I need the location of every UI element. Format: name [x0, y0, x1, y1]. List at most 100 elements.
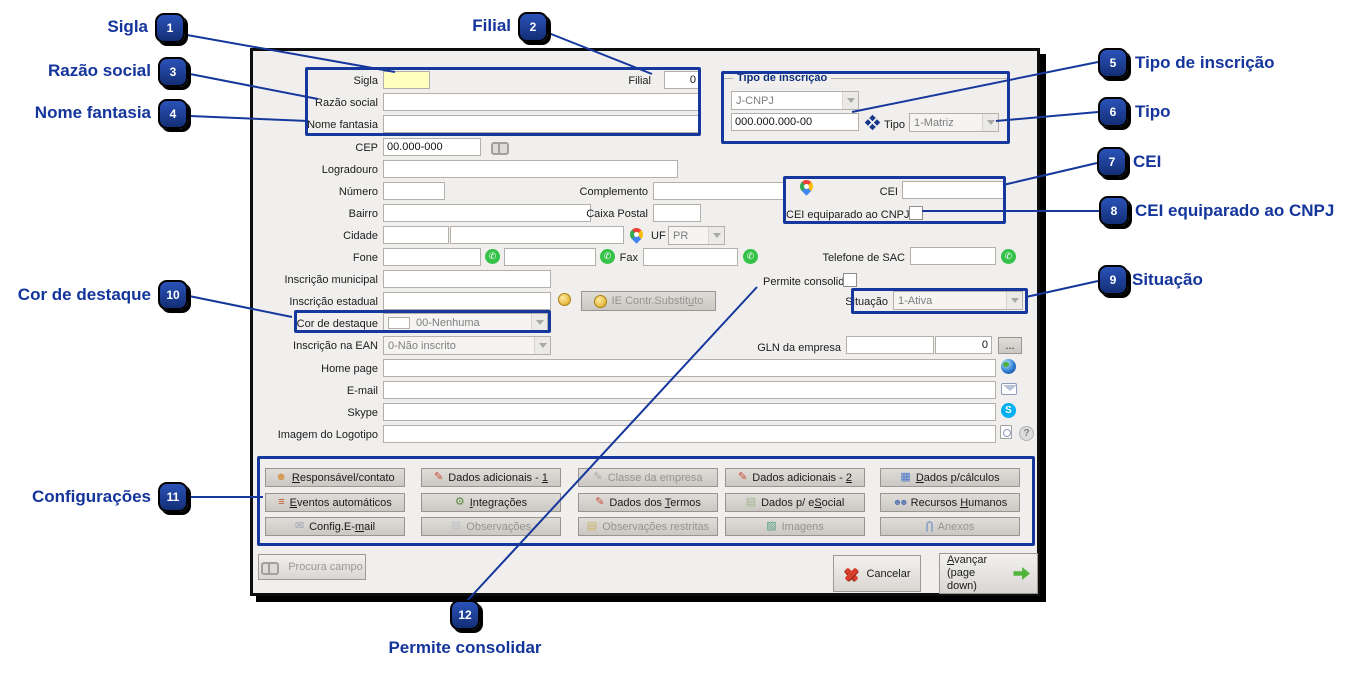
email-input[interactable] — [383, 381, 996, 399]
callout-label-razao-social: Razão social — [48, 61, 151, 80]
logradouro-input[interactable] — [383, 160, 678, 178]
gln-empresa-label: GLN da empresa — [757, 342, 841, 354]
cei-equiparado-checkbox[interactable] — [909, 206, 923, 220]
nome-fantasia-input[interactable] — [383, 115, 700, 133]
avancar-button[interactable]: Avançar(page down) — [939, 553, 1038, 594]
config-button-dados-p-esocial[interactable]: Dados p/ eSocial — [725, 493, 865, 512]
whatsapp-icon[interactable] — [485, 249, 500, 264]
gln-input-2[interactable]: 0 — [935, 336, 992, 354]
uf-select-value: PR — [673, 229, 689, 242]
inscricao-estadual-label: Inscrição estadual — [289, 296, 378, 308]
callout-label-nome-fantasia: Nome fantasia — [34, 103, 151, 122]
sac-input[interactable] — [910, 247, 996, 265]
cep-input[interactable]: 00.000-000 — [383, 138, 481, 156]
config-button-recursos-humanos[interactable]: Recursos Humanos — [880, 493, 1020, 512]
callout-label-cei-equiparado: CEI equiparado ao CNPJ — [1135, 201, 1335, 220]
config-button-dados-dos-termos[interactable]: Dados dos Termos — [578, 493, 718, 512]
list-icon — [278, 497, 284, 508]
skype-icon[interactable] — [1001, 403, 1016, 418]
cor-destaque-select[interactable]: 00-Nenhuma — [383, 313, 548, 332]
sigla-input[interactable] — [383, 71, 430, 89]
color-swatch — [388, 316, 410, 329]
filial-label: Filial — [628, 75, 651, 87]
chevron-down-icon — [531, 314, 547, 331]
cei-input[interactable] — [902, 181, 1006, 199]
config-button-anexos[interactable]: Anexos — [880, 517, 1020, 536]
caixa-postal-input[interactable] — [653, 204, 701, 222]
config-button-observacoes[interactable]: Observações — [421, 517, 561, 536]
envelope-icon[interactable] — [1001, 383, 1017, 395]
callout-label-cor-de-destaque: Cor de destaque — [17, 285, 151, 304]
inscricao-municipal-input[interactable] — [383, 270, 551, 288]
config-button-observacoes-restritas[interactable]: Observações restritas — [578, 517, 718, 536]
document-search-icon[interactable] — [1000, 425, 1012, 439]
config-button-integracoes[interactable]: Integrações — [421, 493, 561, 512]
complemento-input[interactable] — [653, 182, 785, 200]
cor-destaque-value: 00-Nenhuma — [416, 316, 480, 329]
cancelar-button[interactable]: Cancelar — [833, 555, 921, 592]
cidade-nome-input[interactable] — [450, 226, 624, 244]
help-icon[interactable] — [1019, 426, 1034, 441]
razao-social-input[interactable] — [383, 93, 700, 111]
config-button-dados-adicionais-2[interactable]: Dados adicionais - 2 — [725, 468, 865, 487]
config-button-responsavel-contato[interactable]: Responsável/contato — [265, 468, 405, 487]
config-button-eventos-automaticos[interactable]: Eventos automáticos — [265, 493, 405, 512]
numero-label: Número — [338, 186, 378, 198]
gln-input-1[interactable] — [846, 336, 934, 354]
cidade-codigo-input[interactable] — [383, 226, 449, 244]
whatsapp-icon[interactable] — [1001, 249, 1016, 264]
inscricao-ean-label: Inscrição na EAN — [293, 340, 378, 352]
red-x-icon — [843, 566, 859, 582]
sac-label: Telefone de SAC — [822, 252, 905, 264]
permite-consolidar-checkbox[interactable] — [843, 273, 857, 287]
logotipo-input[interactable] — [383, 425, 996, 443]
tipo-select[interactable]: 1-Matriz — [909, 113, 999, 132]
skype-input[interactable] — [383, 403, 996, 421]
homepage-input[interactable] — [383, 359, 996, 377]
whatsapp-icon[interactable] — [600, 249, 615, 264]
globe-icon[interactable] — [1001, 359, 1016, 374]
config-button-dados-adicionais-1[interactable]: Dados adicionais - 1 — [421, 468, 561, 487]
config-button-config-email[interactable]: Config.E-mail — [265, 517, 405, 536]
callout-label-cei: CEI — [1133, 152, 1162, 171]
fone2-input[interactable] — [504, 248, 596, 266]
paperclip-icon — [925, 521, 933, 532]
ie-contr-substituto-button[interactable]: IE Contr.Substituto — [581, 291, 716, 311]
fone1-input[interactable] — [383, 248, 481, 266]
tipo-inscricao-select[interactable]: J-CNPJ — [731, 91, 859, 110]
inscricao-ean-select[interactable]: 0-Não inscrito — [383, 336, 551, 355]
map-pin-icon — [627, 225, 646, 244]
gln-browse-button[interactable]: ... — [998, 337, 1022, 354]
bairro-input[interactable] — [383, 204, 591, 222]
callout-badge-8: 8 — [1099, 196, 1129, 226]
whatsapp-icon[interactable] — [743, 249, 758, 264]
logradouro-label: Logradouro — [321, 164, 378, 176]
tipo-inscricao-group — [723, 78, 1008, 142]
cidade-label: Cidade — [343, 230, 378, 242]
notepad-pencil-icon — [738, 472, 747, 483]
inscricao-estadual-input[interactable] — [383, 292, 551, 310]
config-button-dados-p-calculos[interactable]: Dados p/cálculos — [880, 468, 1020, 487]
map-pin-icon — [797, 177, 816, 196]
logotipo-label: Imagem do Logotipo — [277, 429, 378, 441]
callout-badge-11: 11 — [158, 482, 188, 512]
fax-input[interactable] — [643, 248, 738, 266]
callout-badge-9: 9 — [1098, 265, 1128, 295]
binoculars-icon — [261, 561, 281, 575]
uf-label: UF — [651, 230, 666, 242]
config-button-classe-da-empresa[interactable]: Classe da empresa — [578, 468, 718, 487]
filial-input[interactable]: 0 — [664, 71, 700, 89]
notepad-icon — [451, 521, 461, 532]
complemento-label: Complemento — [579, 186, 648, 198]
uf-select[interactable]: PR — [668, 226, 725, 245]
config-button-imagens[interactable]: Imagens — [725, 517, 865, 536]
permite-consolidar-label: Permite consolidar — [763, 276, 855, 288]
procura-campo-button[interactable]: Procura campo — [258, 554, 366, 580]
cnpj-input[interactable]: 000.000.000-00 — [731, 113, 859, 131]
situacao-select[interactable]: 1-Ativa — [893, 291, 1023, 310]
company-registration-window: Sigla Filial 0 Razão social Nome fantasi… — [250, 48, 1040, 596]
numero-input[interactable] — [383, 182, 445, 200]
callout-badge-3: 3 — [158, 57, 188, 87]
calculator-icon — [900, 472, 910, 483]
